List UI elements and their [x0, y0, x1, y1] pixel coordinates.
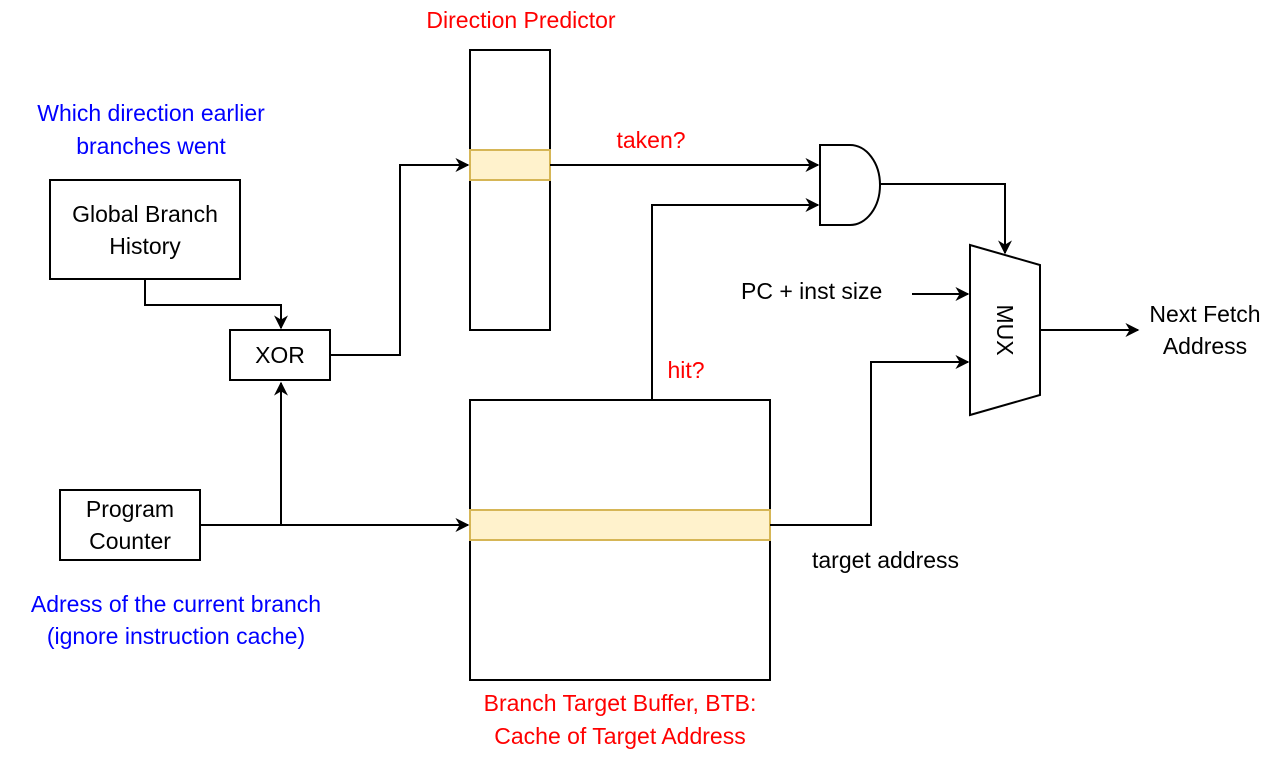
btb-title-line2: Cache of Target Address [494, 723, 745, 749]
direction-predictor-entry [469, 149, 551, 181]
earlier-branches-note-line2: branches went [76, 133, 226, 159]
wire-hit-to-and [651, 198, 820, 400]
hit-label: hit? [667, 357, 704, 383]
btb-entry [469, 509, 771, 541]
global-branch-history-box [49, 179, 241, 280]
wire-and-to-mux [880, 183, 1012, 255]
program-counter-label-line2: Counter [89, 528, 171, 554]
next-fetch-label-line2: Address [1163, 333, 1247, 359]
pc-plus-inst-size-label: PC + inst size [741, 278, 882, 304]
direction-predictor-table [469, 49, 551, 331]
next-fetch-label-line1: Next Fetch [1149, 301, 1260, 327]
wire-history-to-xor [144, 279, 288, 330]
xor-box [229, 329, 331, 381]
taken-label: taken? [616, 127, 685, 153]
xor-label: XOR [255, 342, 305, 368]
earlier-branches-note-line1: Which direction earlier [37, 100, 265, 126]
mux-label: MUX [992, 304, 1018, 355]
current-branch-note-line2: (ignore instruction cache) [47, 623, 305, 649]
wire-target-to-mux [770, 355, 970, 526]
target-address-label: target address [812, 547, 959, 573]
btb-title-line1: Branch Target Buffer, BTB: [484, 690, 757, 716]
global-history-label-line2: History [109, 233, 181, 259]
global-history-label-line1: Global Branch [72, 201, 218, 227]
program-counter-box [59, 489, 201, 561]
mux-shape [969, 243, 1041, 417]
current-branch-note-line1: Adress of the current branch [31, 591, 321, 617]
program-counter-label-line1: Program [86, 496, 174, 522]
wire-xor-to-predictor [330, 158, 470, 356]
and-gate [819, 144, 881, 226]
direction-predictor-title: Direction Predictor [426, 7, 616, 33]
